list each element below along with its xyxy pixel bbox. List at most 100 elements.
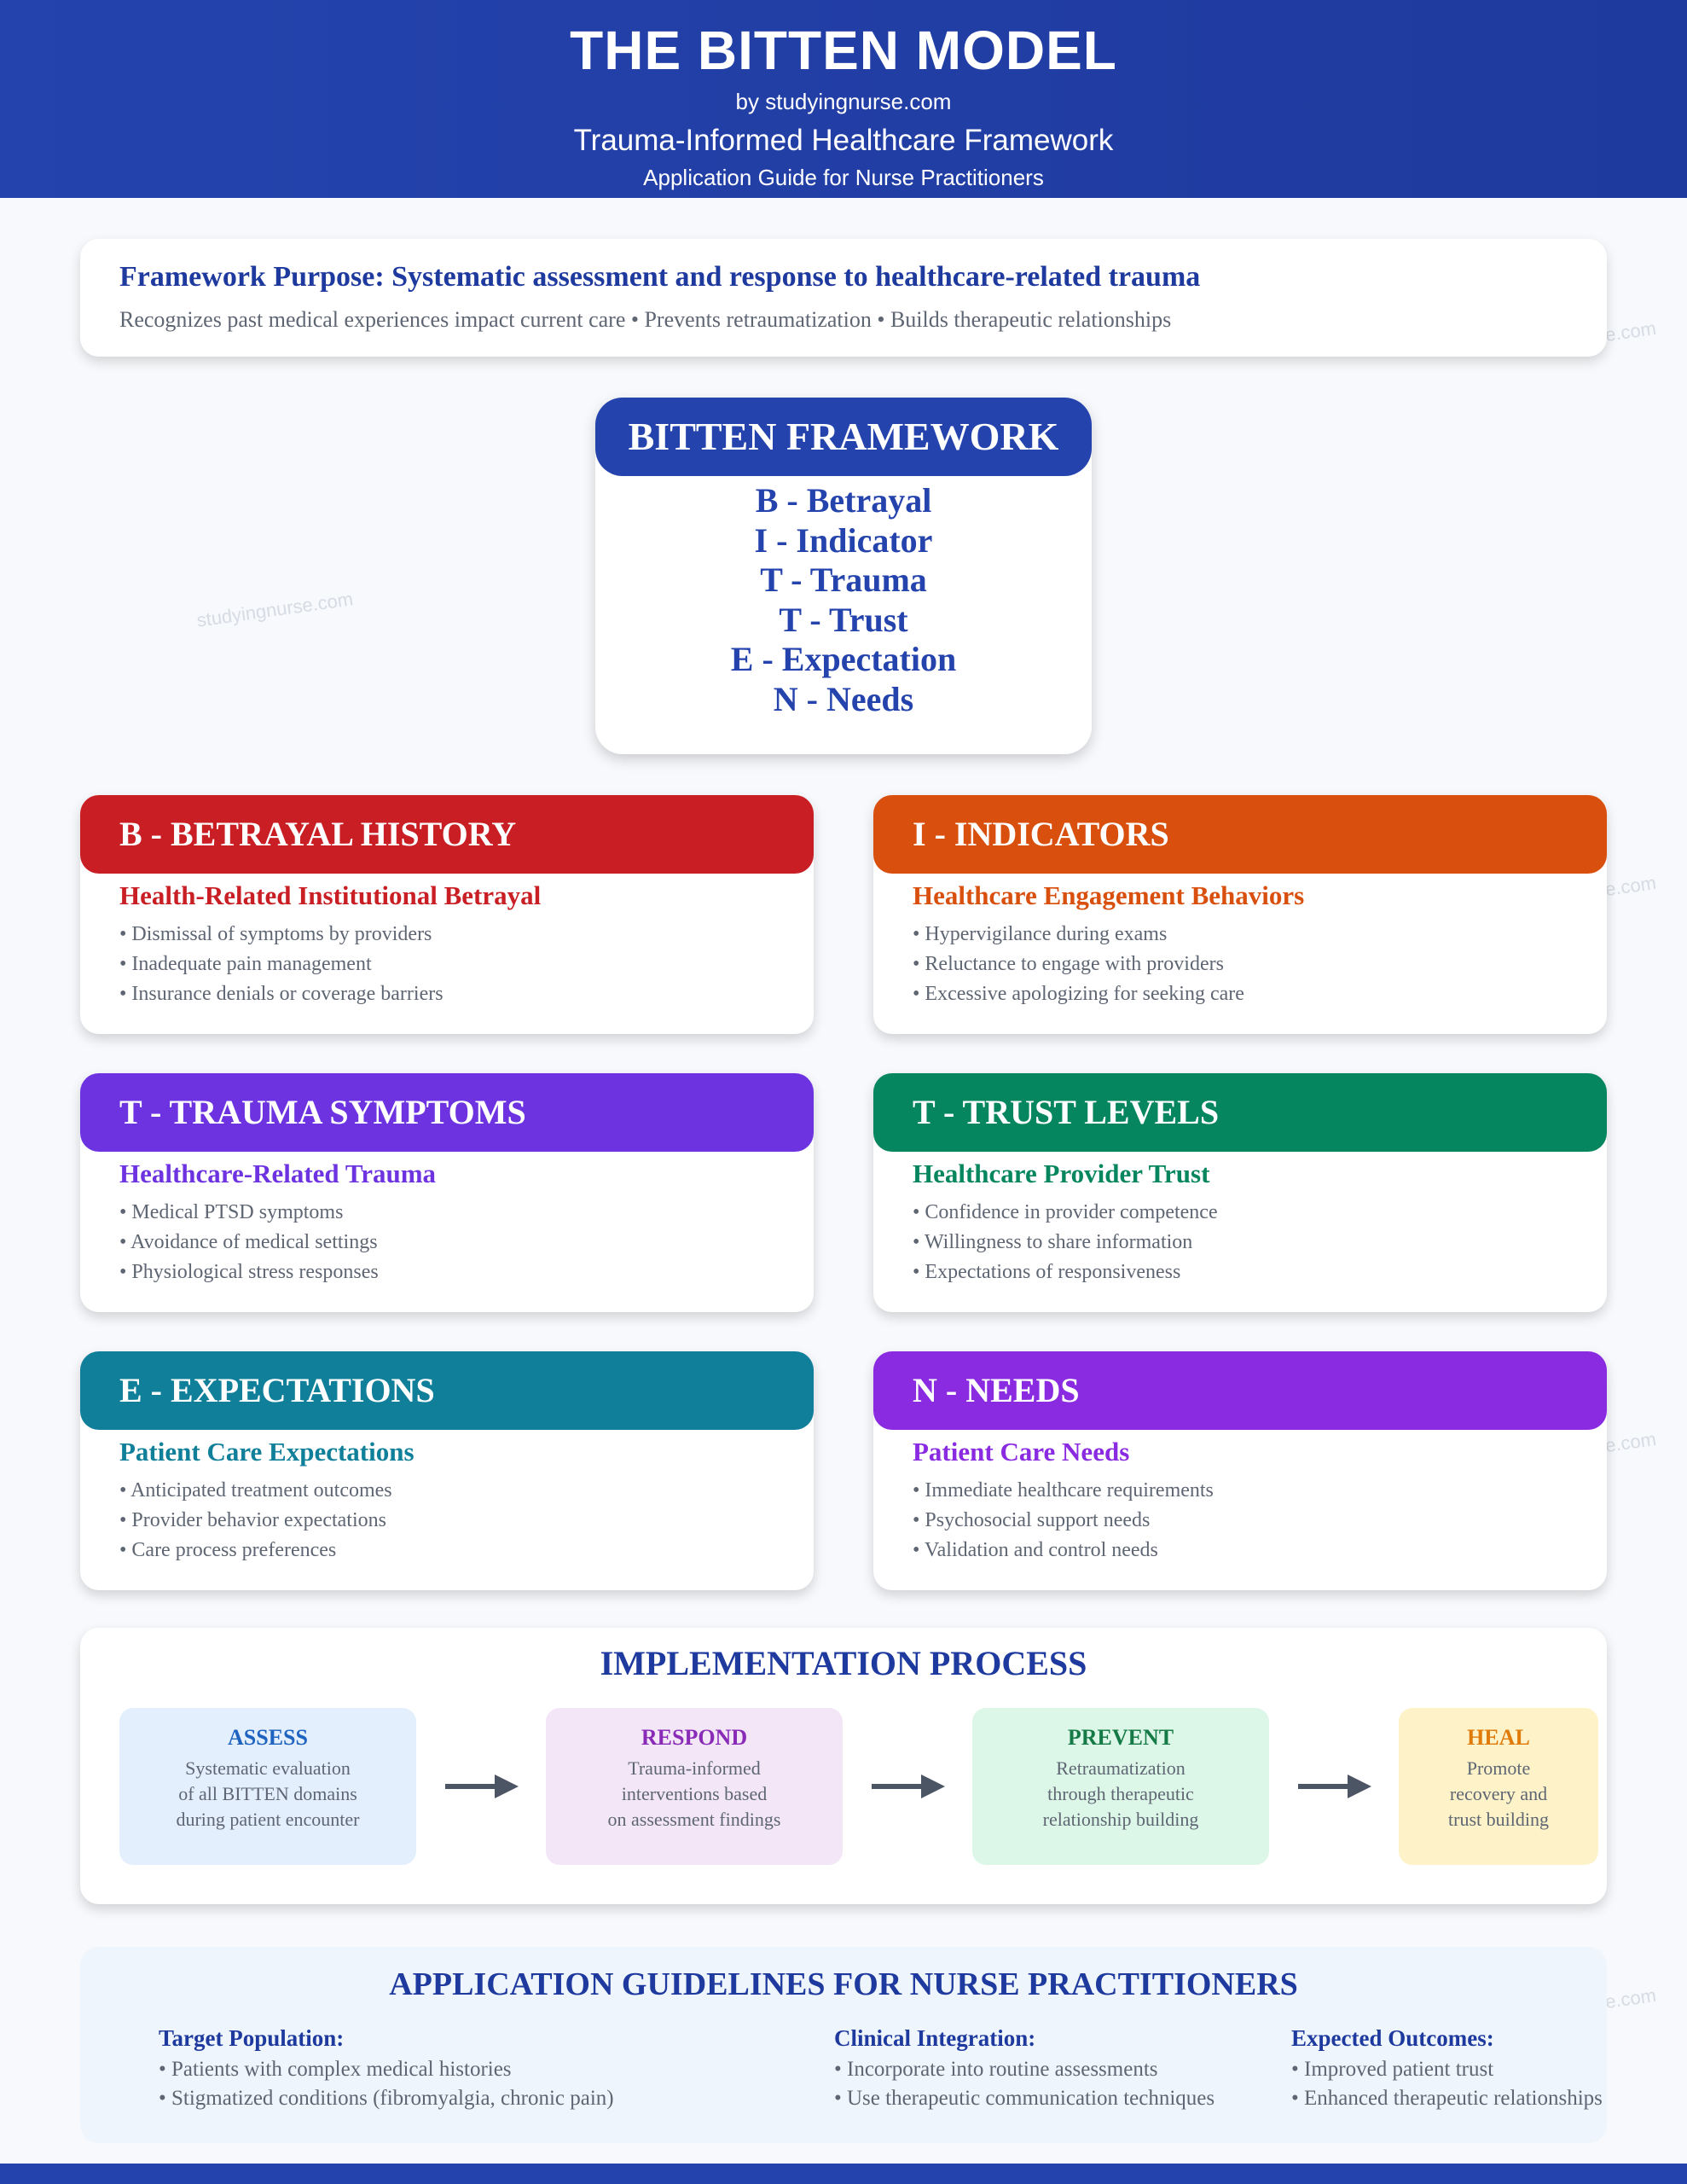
purpose-text: Recognizes past medical experiences impa… bbox=[119, 307, 1172, 332]
arrow-right-icon bbox=[445, 1774, 519, 1798]
list-item: • Anticipated treatment outcomes bbox=[119, 1479, 392, 1502]
card-trust: T - TRUST LEVELS Healthcare Provider Tru… bbox=[873, 1073, 1607, 1312]
card-subtitle: Healthcare Provider Trust bbox=[913, 1159, 1210, 1188]
subtitle: Trauma-Informed Healthcare Framework bbox=[573, 124, 1114, 157]
list-item: • Physiological stress responses bbox=[119, 1261, 379, 1283]
list-item: • Expectations of responsiveness bbox=[913, 1261, 1181, 1283]
card-needs: N - NEEDS Patient Care Needs • Immediate… bbox=[873, 1351, 1607, 1590]
list-item: • Patients with complex medical historie… bbox=[159, 2058, 512, 2081]
card-trauma: T - TRAUMA SYMPTOMS Healthcare-Related T… bbox=[80, 1073, 814, 1312]
step-prevent: PREVENT Retraumatization through therape… bbox=[972, 1708, 1269, 1865]
step-line: Retraumatization bbox=[1056, 1757, 1186, 1779]
footer-bar bbox=[0, 2164, 1687, 2184]
watermark-partial: e.com bbox=[1603, 1984, 1658, 2013]
step-name: PREVENT bbox=[1067, 1725, 1174, 1750]
step-name: RESPOND bbox=[641, 1725, 748, 1750]
framework-item: T - Trust bbox=[779, 600, 908, 639]
list-item: • Incorporate into routine assessments bbox=[834, 2058, 1158, 2081]
framework-list: B - Betrayal I - Indicator T - Trauma T … bbox=[595, 481, 1092, 719]
framework-item: N - Needs bbox=[773, 679, 914, 718]
arrow-right-icon bbox=[872, 1774, 945, 1798]
framework-item: I - Indicator bbox=[754, 520, 933, 560]
watermark-partial: e.com bbox=[1603, 1427, 1658, 1457]
card-subtitle: Healthcare-Related Trauma bbox=[119, 1159, 437, 1188]
step-line: Promote bbox=[1466, 1757, 1531, 1779]
tagline: Application Guide for Nurse Practitioner… bbox=[643, 165, 1044, 190]
step-line: during patient encounter bbox=[176, 1809, 360, 1830]
step-line: trust building bbox=[1448, 1809, 1549, 1830]
list-item: • Avoidance of medical settings bbox=[119, 1231, 378, 1253]
card-subtitle: Patient Care Expectations bbox=[119, 1437, 415, 1467]
framework-item: B - Betrayal bbox=[755, 481, 932, 520]
step-name: ASSESS bbox=[228, 1725, 308, 1750]
card-subtitle: Healthcare Engagement Behaviors bbox=[913, 880, 1305, 910]
card-header: E - EXPECTATIONS bbox=[80, 1351, 814, 1430]
list-item: • Care process preferences bbox=[119, 1539, 337, 1561]
page-title: THE BITTEN MODEL bbox=[570, 20, 1117, 81]
header: THE BITTEN MODEL by studyingnurse.com Tr… bbox=[0, 0, 1687, 198]
guidelines-title: APPLICATION GUIDELINES FOR NURSE PRACTIT… bbox=[389, 1966, 1298, 2002]
guidelines-section: APPLICATION GUIDELINES FOR NURSE PRACTIT… bbox=[80, 1947, 1607, 2143]
guideline-column-target: Target Population: • Patients with compl… bbox=[159, 2025, 614, 2113]
purpose-heading: Framework Purpose: Systematic assessment… bbox=[119, 261, 1201, 293]
list-item: • Reluctance to engage with providers bbox=[913, 953, 1224, 975]
watermark-partial: e.com bbox=[1603, 317, 1658, 346]
step-heal: HEAL Promote recovery and trust building bbox=[1399, 1708, 1598, 1865]
card-header: T - TRUST LEVELS bbox=[873, 1073, 1607, 1152]
list-item: • Validation and control needs bbox=[913, 1539, 1158, 1561]
step-line: recovery and bbox=[1449, 1783, 1548, 1804]
list-item: • Immediate healthcare requirements bbox=[913, 1479, 1214, 1502]
guideline-heading: Expected Outcomes: bbox=[1291, 2025, 1494, 2051]
arrow-right-icon bbox=[1298, 1774, 1371, 1798]
list-item: • Confidence in provider competence bbox=[913, 1201, 1218, 1223]
card-betrayal: B - BETRAYAL HISTORY Health-Related Inst… bbox=[80, 795, 814, 1034]
framework-box: BITTEN FRAMEWORK B - Betrayal I - Indica… bbox=[595, 398, 1092, 754]
guideline-column-outcomes: Expected Outcomes: • Improved patient tr… bbox=[1291, 2025, 1603, 2113]
step-respond: RESPOND Trauma-informed interventions ba… bbox=[546, 1708, 843, 1865]
list-item: • Hypervigilance during exams bbox=[913, 923, 1168, 945]
framework-item: T - Trauma bbox=[760, 561, 927, 599]
implementation-title: IMPLEMENTATION PROCESS bbox=[600, 1644, 1087, 1682]
card-header: I - INDICATORS bbox=[873, 795, 1607, 874]
card-list: • Confidence in provider competence • Wi… bbox=[873, 1198, 1607, 1287]
card-header: T - TRAUMA SYMPTOMS bbox=[80, 1073, 814, 1152]
step-line: on assessment findings bbox=[607, 1809, 781, 1830]
list-item: • Dismissal of symptoms by providers bbox=[119, 923, 432, 945]
card-list: • Medical PTSD symptoms • Avoidance of m… bbox=[80, 1198, 814, 1287]
card-subtitle: Health-Related Institutional Betrayal bbox=[119, 880, 542, 910]
purpose-box: Framework Purpose: Systematic assessment… bbox=[80, 239, 1607, 357]
card-indicators: I - INDICATORS Healthcare Engagement Beh… bbox=[873, 795, 1607, 1034]
guideline-heading: Target Population: bbox=[159, 2025, 345, 2051]
guideline-heading: Clinical Integration: bbox=[834, 2025, 1036, 2051]
watermark: studyingnurse.com bbox=[195, 588, 355, 631]
step-line: interventions based bbox=[621, 1783, 768, 1804]
framework-item: E - Expectation bbox=[730, 640, 957, 678]
step-assess: ASSESS Systematic evaluation of all BITT… bbox=[119, 1708, 416, 1865]
implementation-section: IMPLEMENTATION PROCESS ASSESS Systematic… bbox=[80, 1628, 1607, 1904]
card-list: • Hypervigilance during exams • Reluctan… bbox=[873, 920, 1607, 1009]
list-item: • Medical PTSD symptoms bbox=[119, 1201, 344, 1223]
step-line: relationship building bbox=[1042, 1809, 1199, 1830]
card-subtitle: Patient Care Needs bbox=[913, 1437, 1130, 1467]
card-expectations: E - EXPECTATIONS Patient Care Expectatio… bbox=[80, 1351, 814, 1590]
card-list: • Immediate healthcare requirements • Ps… bbox=[873, 1476, 1607, 1565]
card-header: N - NEEDS bbox=[873, 1351, 1607, 1430]
step-line: Trauma-informed bbox=[628, 1757, 761, 1779]
framework-title: BITTEN FRAMEWORK bbox=[595, 398, 1092, 476]
list-item: • Provider behavior expectations bbox=[119, 1509, 386, 1531]
card-list: • Anticipated treatment outcomes • Provi… bbox=[80, 1476, 814, 1565]
card-header: B - BETRAYAL HISTORY bbox=[80, 795, 814, 874]
list-item: • Use therapeutic communication techniqu… bbox=[834, 2087, 1215, 2110]
watermark-partial: e.com bbox=[1603, 871, 1658, 901]
card-list: • Dismissal of symptoms by providers • I… bbox=[80, 920, 814, 1009]
list-item: • Improved patient trust bbox=[1291, 2058, 1494, 2081]
list-item: • Inadequate pain management bbox=[119, 953, 372, 975]
list-item: • Insurance denials or coverage barriers bbox=[119, 983, 443, 1005]
step-line: of all BITTEN domains bbox=[178, 1783, 357, 1804]
byline: by studyingnurse.com bbox=[735, 89, 952, 114]
list-item: • Stigmatized conditions (fibromyalgia, … bbox=[159, 2087, 614, 2110]
list-item: • Enhanced therapeutic relationships bbox=[1291, 2087, 1603, 2110]
step-line: through therapeutic bbox=[1047, 1783, 1194, 1804]
step-line: Systematic evaluation bbox=[185, 1757, 351, 1779]
step-name: HEAL bbox=[1467, 1725, 1530, 1750]
